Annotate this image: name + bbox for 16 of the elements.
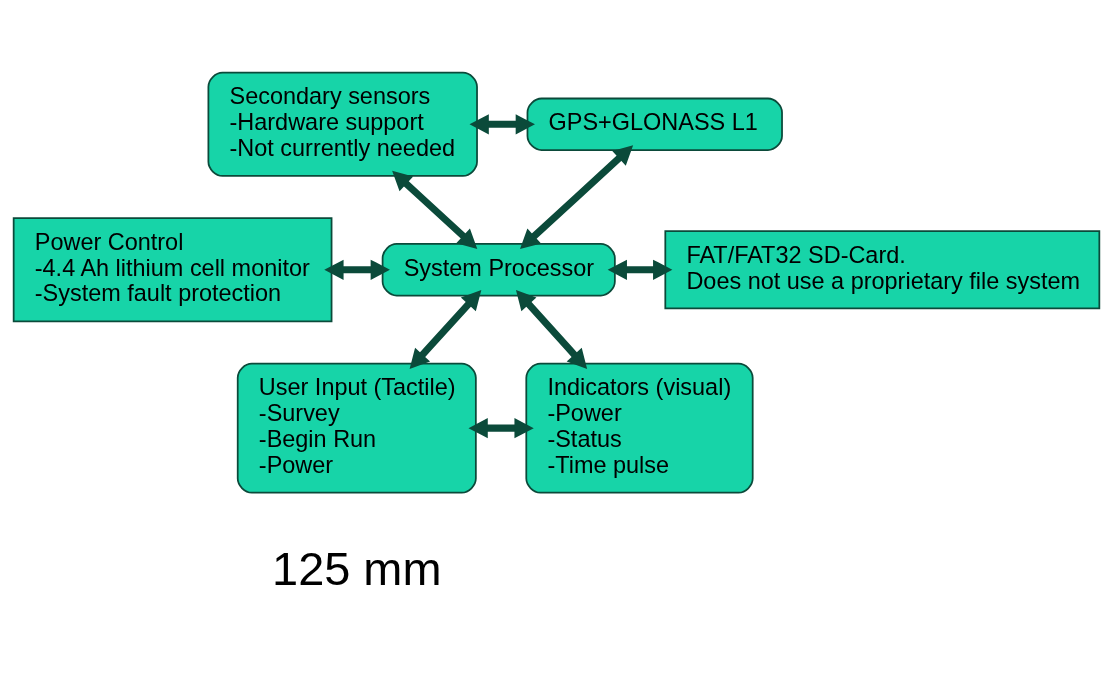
- arrow: [515, 289, 588, 369]
- node-box: FAT/FAT32 SD-Card. Does not use a proprietary file system: [664, 229, 1101, 309]
- node-box: User Input (Tactile) -Survey -Begin Run -Power: [236, 362, 477, 494]
- node-box: System Processor: [381, 242, 616, 296]
- node-box: Power Control -4.4 Ah lithium cell monitor -System fault protection: [12, 216, 333, 322]
- arrow: [392, 170, 478, 249]
- node-box: Indicators (visual) -Power -Status -Time pulse: [525, 362, 754, 494]
- label: 125 mm: [272, 542, 442, 595]
- node-box: GPS+GLONASS L1: [526, 97, 783, 151]
- arrow: [520, 144, 634, 249]
- node-box: Secondary sensors -Hardware support -Not currently needed: [207, 71, 478, 177]
- arrow: [409, 289, 482, 369]
- arrow: [468, 417, 534, 438]
- arrow: [324, 259, 390, 280]
- arrow: [469, 113, 535, 134]
- arrow: [607, 259, 673, 280]
